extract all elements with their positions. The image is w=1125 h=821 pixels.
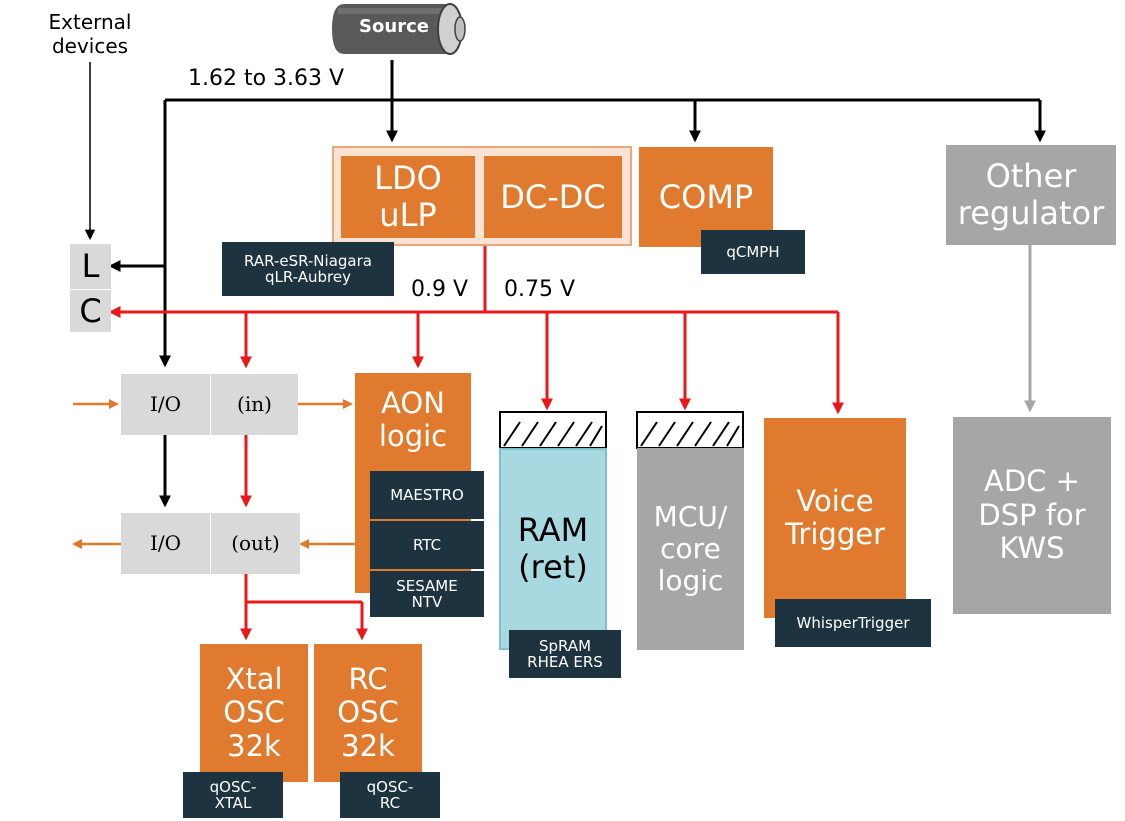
- core-voltage-bus: [108, 246, 844, 641]
- voltage-075-label: 0.75 V: [504, 277, 576, 302]
- dcdc-block: DC-DC: [484, 156, 622, 238]
- ldo-block: LDO uLP: [341, 156, 475, 238]
- io-out-right-block: (out): [211, 513, 300, 574]
- inductor-L-block: L: [70, 244, 111, 289]
- io-out-left-block: I/O: [121, 513, 210, 574]
- io-in-left-block: I/O: [121, 374, 210, 435]
- mcu-hatch: [636, 411, 744, 449]
- other-regulator-block: Other regulator: [946, 145, 1116, 245]
- xtal-osc-block: Xtal OSC 32k: [200, 644, 308, 782]
- qcmph-tag: qCMPH: [701, 230, 805, 274]
- aon-logic-label: AON logic: [378, 386, 448, 454]
- source-label: Source: [359, 16, 429, 37]
- external-devices-label: External devices: [48, 10, 132, 58]
- spram-tag: SpRAM RHEA ERS: [509, 630, 621, 678]
- rtc-tag: RTC: [370, 521, 484, 569]
- supply-bus: [108, 60, 1046, 508]
- capacitor-C-block: C: [70, 290, 111, 332]
- adc-dsp-block: ADC + DSP for KWS: [953, 417, 1111, 614]
- ram-block: RAM (ret): [499, 448, 607, 650]
- maestro-tag: MAESTRO: [370, 471, 484, 519]
- qosc-xtal-tag: qOSC- XTAL: [183, 772, 283, 818]
- mcu-block: MCU/ core logic: [637, 448, 744, 650]
- io-signal-arrows: [72, 399, 355, 549]
- rc-osc-block: RC OSC 32k: [314, 644, 422, 782]
- qosc-rc-tag: qOSC- RC: [340, 772, 440, 818]
- voice-trigger-block: Voice Trigger: [764, 418, 906, 618]
- sesame-tag: SESAME NTV: [370, 571, 484, 617]
- io-in-right-block: (in): [211, 374, 298, 435]
- ram-hatch: [499, 411, 607, 449]
- whisper-trigger-tag: WhisperTrigger: [775, 599, 931, 647]
- supply-range-label: 1.62 to 3.63 V: [188, 66, 345, 91]
- source-battery-icon: [332, 3, 466, 55]
- voltage-09-label: 0.9 V: [411, 277, 469, 302]
- rar-tag: RAR-eSR-Niagara qLR-Aubrey: [222, 242, 394, 296]
